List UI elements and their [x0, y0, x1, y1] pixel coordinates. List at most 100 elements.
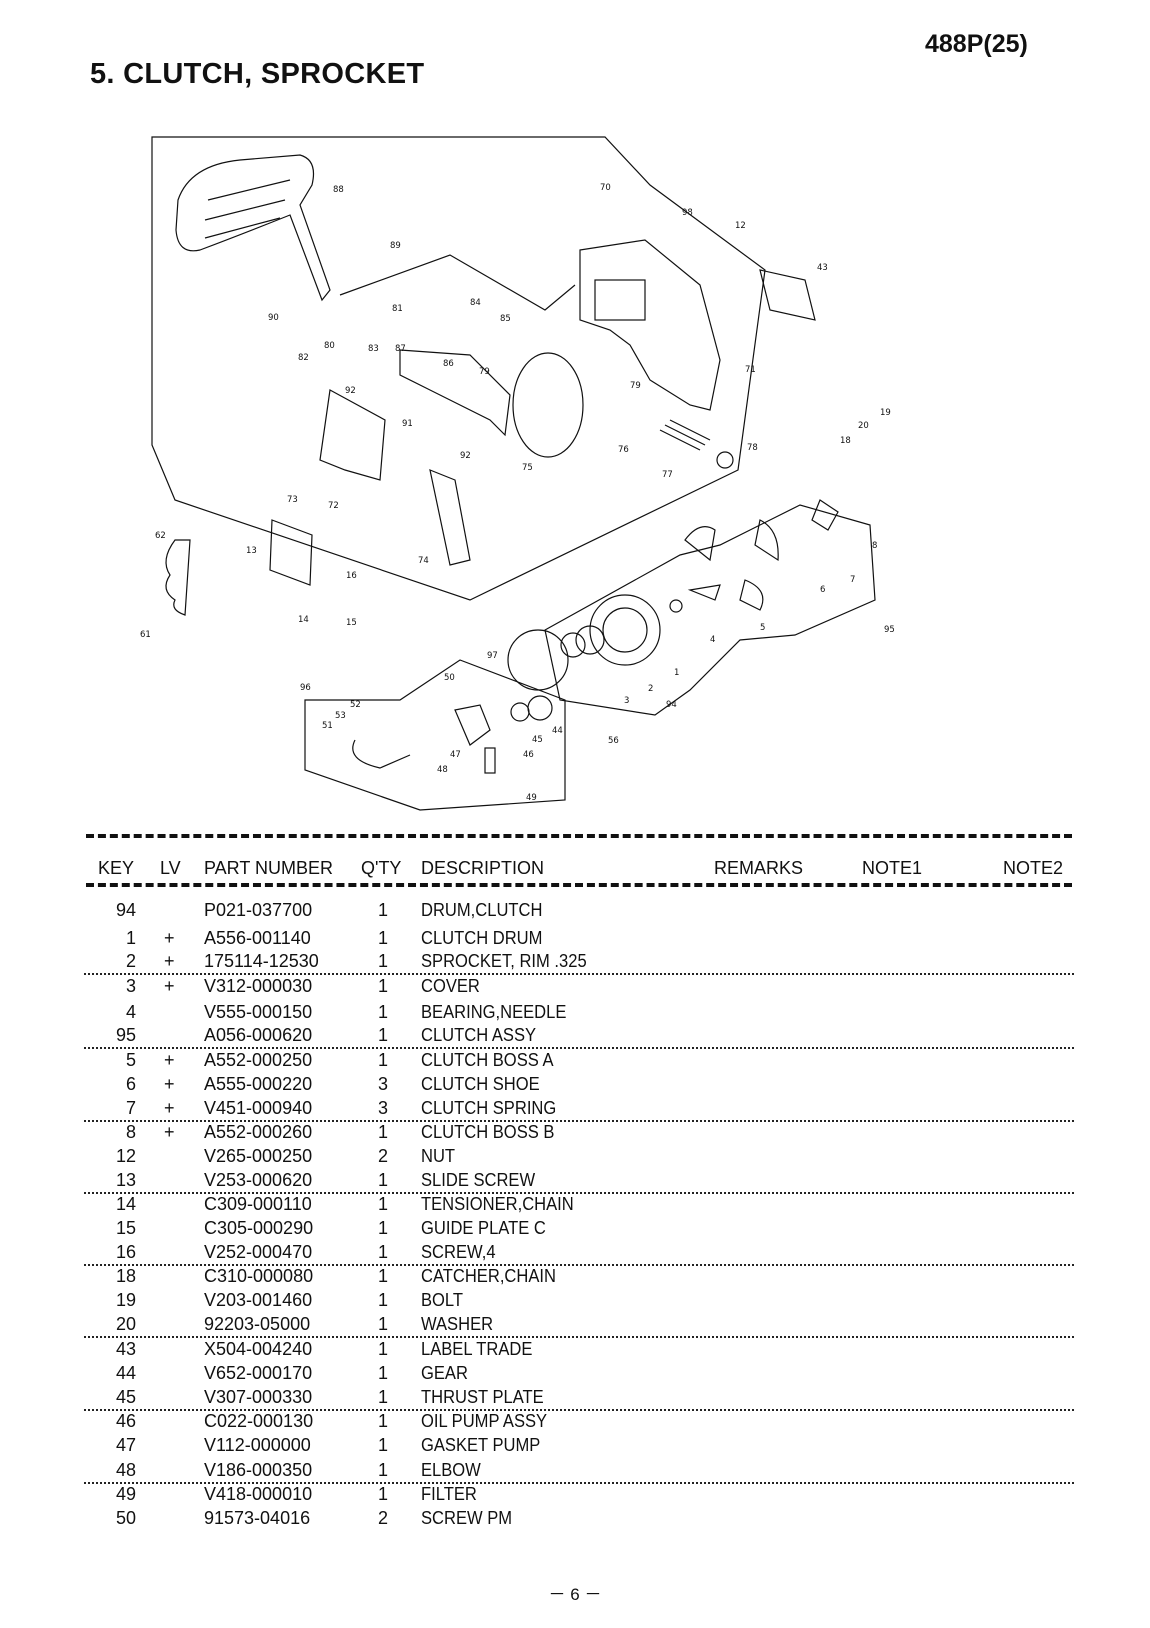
cell-key: 43 [115, 1339, 136, 1359]
cell-description: CLUTCH ASSY [421, 1025, 537, 1045]
callout-79: 79 [630, 381, 641, 391]
cell-part-number: A056-000620 [204, 1025, 313, 1045]
cell-qty: 1 [378, 976, 389, 996]
cell-qty: 1 [378, 951, 389, 971]
cell-description: BOLT [421, 1290, 464, 1310]
cell-description: CATCHER,CHAIN [421, 1266, 556, 1286]
cell-part-number: C310-000080 [204, 1266, 314, 1286]
cell-part-number: A555-000220 [204, 1074, 313, 1094]
plate-74-part [429, 469, 471, 566]
callout-8: 8 [872, 541, 877, 551]
cell-lv: + [164, 1098, 175, 1118]
cell-description: THRUST PLATE [421, 1387, 544, 1407]
callout-95: 95 [884, 625, 895, 635]
callout-85: 85 [500, 314, 511, 324]
col-qty: Q'TY [361, 858, 402, 878]
spring-part [659, 419, 711, 451]
callout-18: 18 [840, 436, 851, 446]
callout-77: 77 [662, 470, 673, 480]
callout-56: 56 [608, 736, 619, 746]
callout-73: 73 [287, 495, 298, 505]
cell-description: SCREW,4 [421, 1242, 496, 1262]
cell-qty: 3 [378, 1074, 389, 1094]
cell-description: BEARING,NEEDLE [421, 1002, 567, 1022]
cell-part-number: A556-001140 [204, 928, 311, 948]
cell-part-number: 91573-04016 [204, 1508, 311, 1528]
cell-qty: 1 [378, 1170, 389, 1190]
callout-50: 50 [444, 673, 455, 683]
cell-part-number: 175114-12530 [204, 951, 319, 971]
cell-qty: 2 [378, 1508, 389, 1528]
cell-qty: 2 [378, 1146, 389, 1166]
table-rule-header [86, 883, 1072, 887]
cell-description: CLUTCH BOSS A [421, 1050, 554, 1070]
callout-51: 51 [322, 721, 333, 731]
row-group-separator [84, 1047, 1074, 1049]
cell-part-number: V652-000170 [204, 1363, 313, 1383]
callout-15: 15 [346, 618, 357, 628]
cell-description: TENSIONER,CHAIN [421, 1194, 574, 1214]
callout-74: 74 [418, 556, 429, 566]
callout-12: 12 [735, 221, 746, 231]
cell-description: LABEL TRADE [421, 1339, 533, 1359]
cell-qty: 1 [378, 1050, 389, 1070]
callout-81: 81 [392, 304, 403, 314]
callout-4: 4 [710, 635, 715, 645]
cell-part-number: V555-000150 [204, 1002, 313, 1022]
cell-part-number: V112-000000 [204, 1435, 311, 1455]
callout-2: 2 [648, 684, 653, 694]
table-row: 18 C310-000080 1 CATCHER,CHAIN [0, 1266, 1150, 1290]
callout-78: 78 [747, 443, 758, 453]
cell-qty: 1 [378, 1025, 389, 1045]
cell-part-number: 92203-05000 [204, 1314, 311, 1334]
cell-qty: 1 [378, 1363, 389, 1383]
cell-key: 47 [115, 1435, 136, 1455]
col-note1: NOTE1 [862, 858, 923, 878]
cell-qty: 1 [378, 1339, 389, 1359]
cell-qty: 1 [378, 900, 389, 920]
chain-catcher-part [165, 539, 191, 616]
cell-description: CLUTCH BOSS B [421, 1122, 555, 1142]
cell-key: 46 [115, 1411, 136, 1431]
cell-part-number: V203-001460 [204, 1290, 313, 1310]
callout-86: 86 [443, 359, 454, 369]
chain-cover-shape [579, 239, 721, 411]
cell-key: 14 [115, 1194, 136, 1214]
callout-91: 91 [402, 419, 413, 429]
cell-key: 19 [115, 1290, 136, 1310]
cell-part-number: C022-000130 [204, 1411, 314, 1431]
cell-key: 18 [115, 1266, 136, 1286]
callout-94: 94 [666, 700, 677, 710]
cell-qty: 1 [378, 1266, 389, 1286]
callout-90: 90 [268, 313, 279, 323]
col-lv: LV [160, 858, 181, 878]
callout-20: 20 [858, 421, 869, 431]
col-note2: NOTE2 [1003, 858, 1064, 878]
cell-key: 15 [115, 1218, 136, 1238]
cell-qty: 1 [378, 1460, 389, 1480]
callout-13: 13 [246, 546, 257, 556]
callout-5: 5 [760, 623, 765, 633]
cell-description: SLIDE SCREW [421, 1170, 536, 1190]
callout-79: 79 [479, 367, 490, 377]
cell-description: CLUTCH SHOE [421, 1074, 540, 1094]
callout-53: 53 [335, 711, 346, 721]
callout-88: 88 [333, 185, 344, 195]
callout-75: 75 [522, 463, 533, 473]
